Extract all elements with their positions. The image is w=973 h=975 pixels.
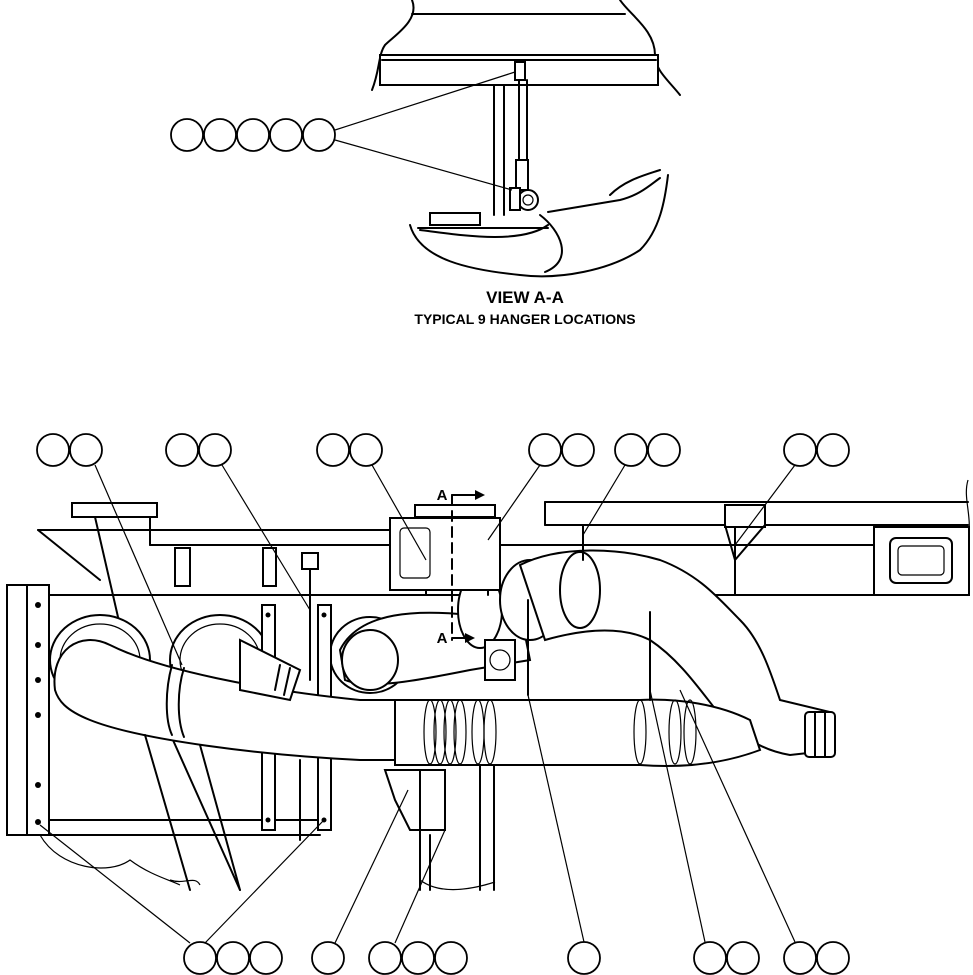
callout-bubble	[236, 118, 270, 152]
main-assembly	[6, 479, 970, 891]
view-subtitle: TYPICAL 9 HANGER LOCATIONS	[414, 311, 635, 327]
leader-line	[334, 139, 513, 191]
callout-group-top	[170, 71, 516, 191]
callout-bubble	[203, 118, 237, 152]
callout-group-middle	[36, 433, 850, 666]
callout-bubble	[170, 118, 204, 152]
callout-bubble	[302, 118, 336, 152]
view-title: VIEW A-A	[486, 288, 564, 307]
callout-group-bottom	[39, 689, 850, 975]
section-marker-top: A	[437, 487, 448, 504]
section-marker-bottom: A	[437, 630, 448, 647]
leader-line	[334, 71, 516, 131]
callout-bubble	[269, 118, 303, 152]
view-a-a-detail	[371, 0, 681, 278]
